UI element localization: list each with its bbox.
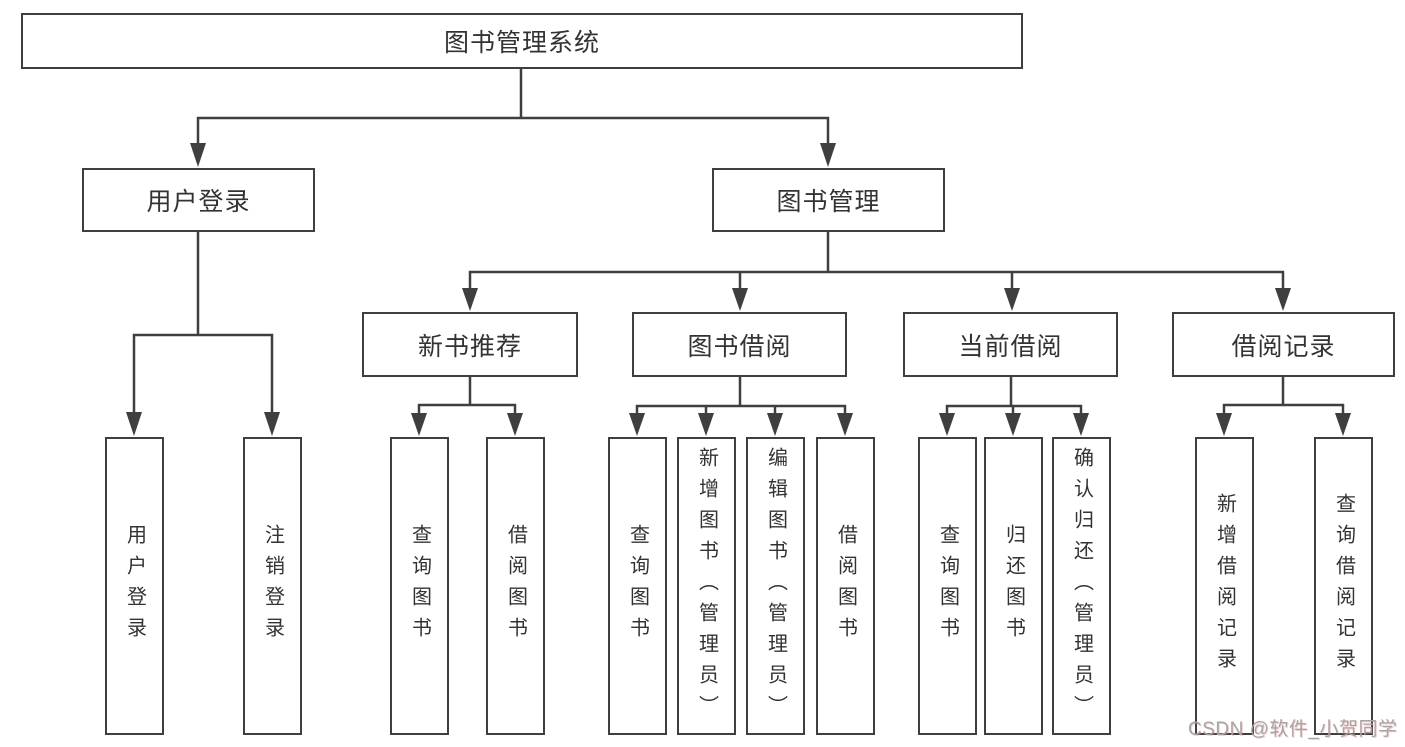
leaf-query-books-recommend: 查询图书 <box>390 437 449 735</box>
connector-book-management <box>462 232 1291 311</box>
node-current-borrow: 当前借阅 <box>903 312 1118 377</box>
leaf-borrow-books: 借阅图书 <box>816 437 875 735</box>
leaf-logout: 注销登录 <box>243 437 302 735</box>
leaf-add-borrow-record: 新增借阅记录 <box>1195 437 1254 735</box>
leaf-user-login: 用户登录 <box>105 437 164 735</box>
connector-current-borrow <box>939 377 1089 436</box>
node-user-login: 用户登录 <box>82 168 315 232</box>
leaf-edit-book-admin: 编辑图书（管理员） <box>746 437 805 735</box>
leaf-query-borrow-record: 查询借阅记录 <box>1314 437 1373 735</box>
connector-user-login <box>126 232 280 436</box>
node-borrow-records: 借阅记录 <box>1172 312 1395 377</box>
connector-root <box>190 69 836 167</box>
node-book-borrow: 图书借阅 <box>632 312 847 377</box>
node-book-management-system: 图书管理系统 <box>21 13 1023 69</box>
connector-book-borrow <box>629 377 853 436</box>
node-new-book-recommend: 新书推荐 <box>362 312 578 377</box>
leaf-confirm-return-admin: 确认归还（管理员） <box>1052 437 1111 735</box>
leaf-query-books-current: 查询图书 <box>918 437 977 735</box>
leaf-add-book-admin: 新增图书（管理员） <box>677 437 736 735</box>
leaf-query-books-borrow: 查询图书 <box>608 437 667 735</box>
connector-new-book-recommend <box>411 377 523 436</box>
leaf-borrow-books-recommend: 借阅图书 <box>486 437 545 735</box>
watermark-text: CSDN @软件_小贺同学 <box>1188 719 1398 740</box>
leaf-return-book: 归还图书 <box>984 437 1043 735</box>
node-book-management: 图书管理 <box>712 168 945 232</box>
connector-borrow-records <box>1216 377 1351 436</box>
